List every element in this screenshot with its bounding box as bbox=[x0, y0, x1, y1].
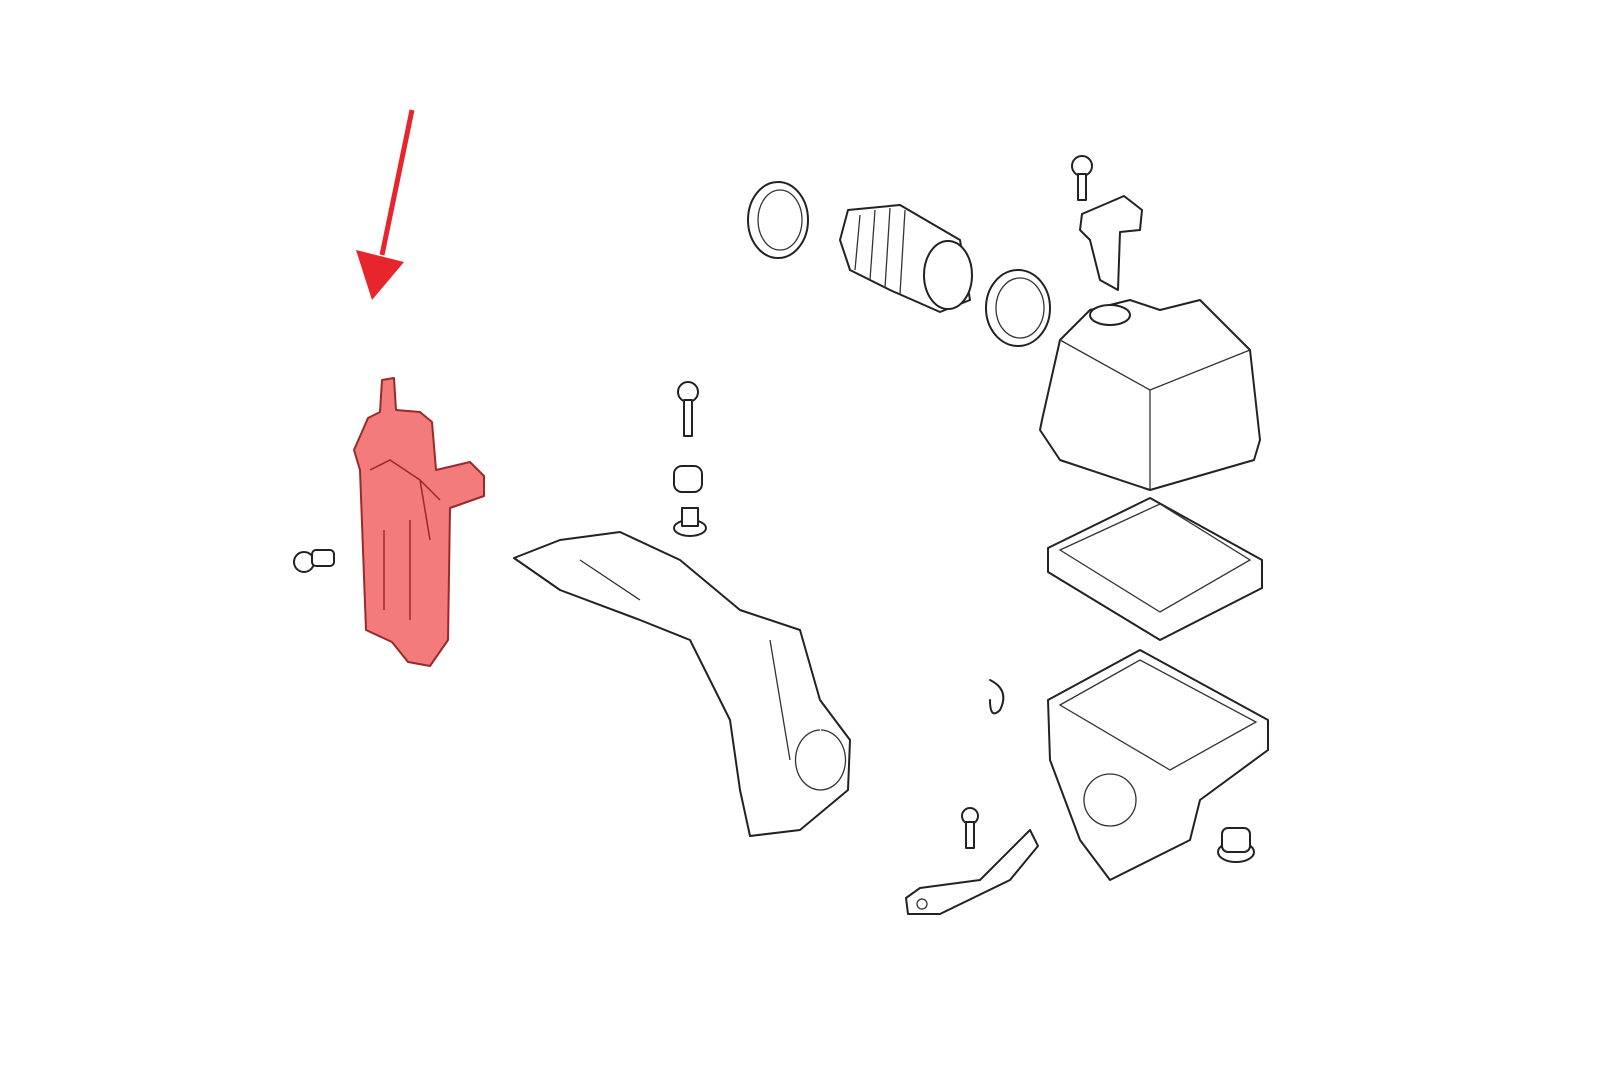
pointer-arrow-icon bbox=[356, 109, 415, 300]
air-intake-duct-icon[interactable] bbox=[513, 531, 851, 837]
air-cleaner-cover-icon[interactable] bbox=[1039, 299, 1261, 491]
highlighted-bracket-icon[interactable] bbox=[353, 377, 485, 667]
intake-hose-icon[interactable] bbox=[839, 204, 973, 313]
rubber-mount-icon[interactable] bbox=[1217, 827, 1255, 863]
collar-icon[interactable] bbox=[673, 507, 707, 537]
screw-icon[interactable] bbox=[1071, 155, 1093, 201]
mounting-bracket-icon[interactable] bbox=[905, 829, 1039, 915]
bolt-icon[interactable] bbox=[961, 807, 979, 849]
hose-clamp-icon[interactable] bbox=[747, 181, 809, 259]
bolt-icon[interactable] bbox=[677, 381, 699, 437]
hose-clamp-icon[interactable] bbox=[985, 269, 1051, 347]
grommet-icon[interactable] bbox=[673, 465, 703, 493]
mass-air-flow-sensor-icon[interactable] bbox=[1079, 195, 1143, 291]
air-cleaner-case-icon[interactable] bbox=[1047, 649, 1269, 881]
clip-fastener-icon[interactable] bbox=[293, 549, 335, 573]
clip-fastener-icon[interactable] bbox=[989, 679, 1005, 715]
air-filter-element-icon[interactable] bbox=[1047, 497, 1263, 641]
